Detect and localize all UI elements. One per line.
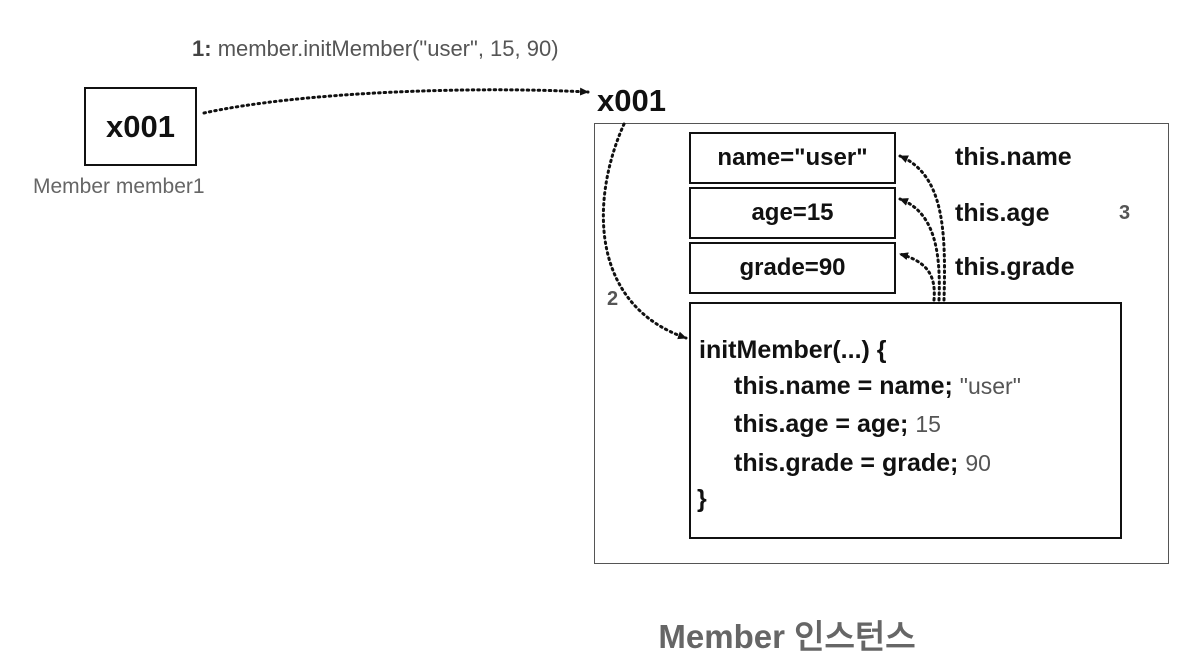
instance-caption-text: Member 인스턴스	[658, 618, 916, 655]
field-age-text: age=15	[751, 199, 834, 226]
call-step-number: 1:	[192, 36, 212, 61]
this-name-label: this.name	[955, 143, 1072, 171]
instance-caption: Member 인스턴스	[0, 610, 1198, 658]
method-line-name-value: "user"	[959, 373, 1021, 399]
method-line-grade-code: this.grade = grade;	[734, 449, 959, 477]
field-grade-text: grade=90	[739, 254, 846, 281]
reference-caption: Member member1	[33, 175, 205, 198]
method-close-brace: }	[697, 485, 707, 513]
this-grade-label: this.grade	[955, 253, 1075, 281]
method-line-name: this.name = name; "user"	[734, 372, 1021, 401]
method-line-age: this.age = age; 15	[734, 410, 941, 439]
field-grade-box: grade=90	[689, 242, 896, 294]
field-name-box: name="user"	[689, 132, 896, 184]
method-signature: initMember(...) {	[699, 336, 887, 364]
step-3-label: 3	[1119, 202, 1131, 224]
call-label: 1: member.initMember("user", 15, 90)	[192, 36, 559, 62]
field-age-box: age=15	[689, 187, 896, 239]
instance-frame	[594, 123, 1169, 564]
method-line-age-value: 15	[915, 411, 941, 437]
method-line-grade-value: 90	[965, 450, 991, 476]
instance-address: x001	[597, 83, 666, 118]
reference-box: x001	[84, 87, 197, 166]
method-line-grade: this.grade = grade; 90	[734, 449, 991, 478]
call-expression: member.initMember("user", 15, 90)	[217, 36, 559, 61]
method-line-age-code: this.age = age;	[734, 410, 909, 438]
method-box: initMember(...) { this.name = name; "use…	[689, 302, 1122, 539]
reference-address: x001	[106, 108, 175, 144]
this-age-label: this.age	[955, 199, 1050, 227]
field-name-text: name="user"	[717, 144, 868, 171]
step-2-label: 2	[607, 288, 619, 310]
arrow-reference-to-instance	[202, 87, 590, 115]
method-line-name-code: this.name = name;	[734, 372, 953, 400]
